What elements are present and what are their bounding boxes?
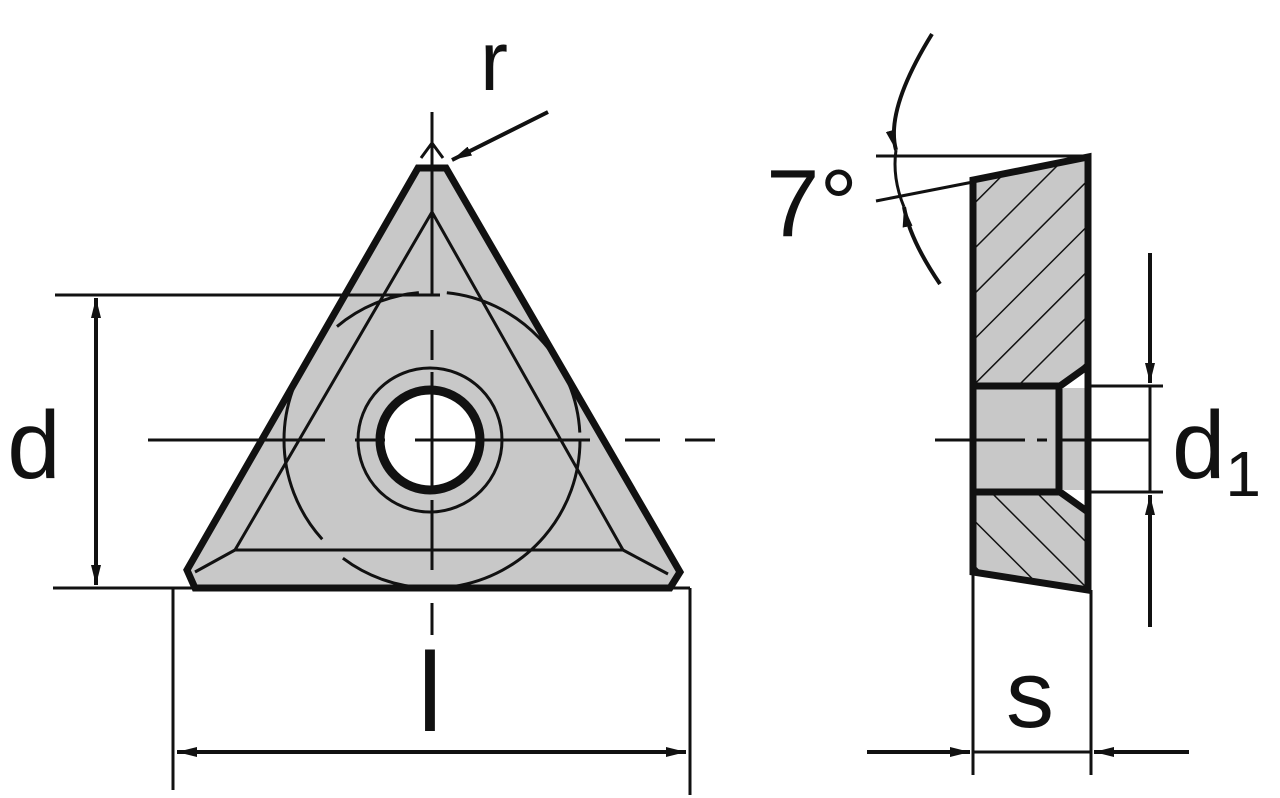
label-d: d bbox=[7, 392, 60, 499]
label-r: r bbox=[480, 14, 508, 108]
top-view: r d l bbox=[7, 14, 715, 795]
label-angle: 7° bbox=[766, 150, 858, 257]
label-s: s bbox=[1006, 641, 1054, 748]
label-d1: d1 bbox=[1172, 392, 1261, 510]
upper-section bbox=[969, 152, 1092, 390]
side-view: 7° d1 s bbox=[766, 32, 1261, 775]
label-d1-subscript: 1 bbox=[1225, 438, 1261, 510]
hole-diameter-dimension bbox=[1088, 253, 1163, 627]
lower-section bbox=[969, 488, 1092, 595]
label-l: l bbox=[418, 630, 443, 755]
label-d1-main: d bbox=[1172, 392, 1225, 499]
inscribed-diameter-dimension bbox=[53, 293, 440, 590]
corner-radius-dimension bbox=[419, 110, 549, 162]
hole-outline bbox=[969, 157, 1092, 590]
thickness-dimension bbox=[867, 572, 1189, 775]
clearance-angle-dimension bbox=[875, 32, 1088, 286]
edge-length-dimension bbox=[171, 586, 692, 795]
